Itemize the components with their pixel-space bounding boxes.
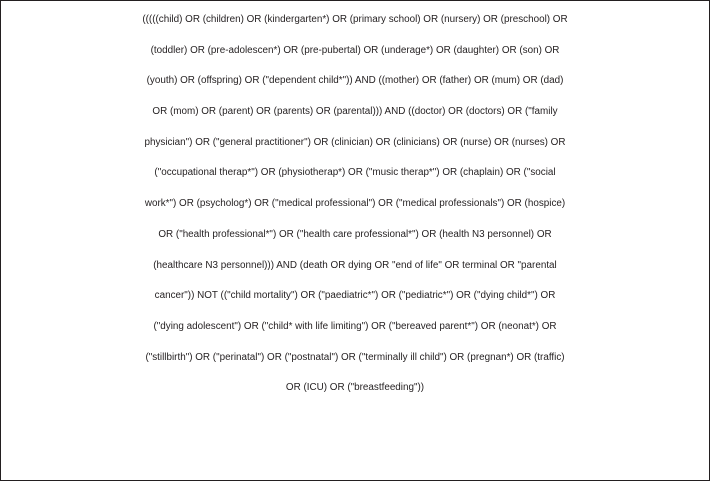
query-line: OR ("health professional*") OR ("health … xyxy=(158,228,552,240)
query-line: ("stillbirth") OR ("perinatal") OR ("pos… xyxy=(145,351,565,363)
query-line: work*") OR (psycholog*) OR ("medical pro… xyxy=(144,198,566,210)
query-line: physician") OR ("general practitioner") … xyxy=(144,136,566,148)
query-line: OR (ICU) OR ("breastfeeding")) xyxy=(285,382,425,394)
query-line: (((((child) OR (children) OR (kindergart… xyxy=(142,14,568,25)
query-line: cancer")) NOT (("child mortality") OR ("… xyxy=(154,290,556,302)
query-line: ("occupational therap*") OR (physiothera… xyxy=(154,167,556,179)
query-line: OR (mom) OR (parent) OR (parents) OR (pa… xyxy=(152,106,558,118)
search-query-text: (((((child) OR (children) OR (kindergart… xyxy=(1,5,709,404)
query-line: (youth) OR (offspring) OR ("dependent ch… xyxy=(146,75,564,87)
query-line: (toddler) OR (pre-adolescen*) OR (pre-pu… xyxy=(150,44,560,56)
query-line: (healthcare N3 personnel))) AND (death O… xyxy=(153,259,557,271)
query-line: ("dying adolescent") OR ("child* with li… xyxy=(153,320,557,332)
